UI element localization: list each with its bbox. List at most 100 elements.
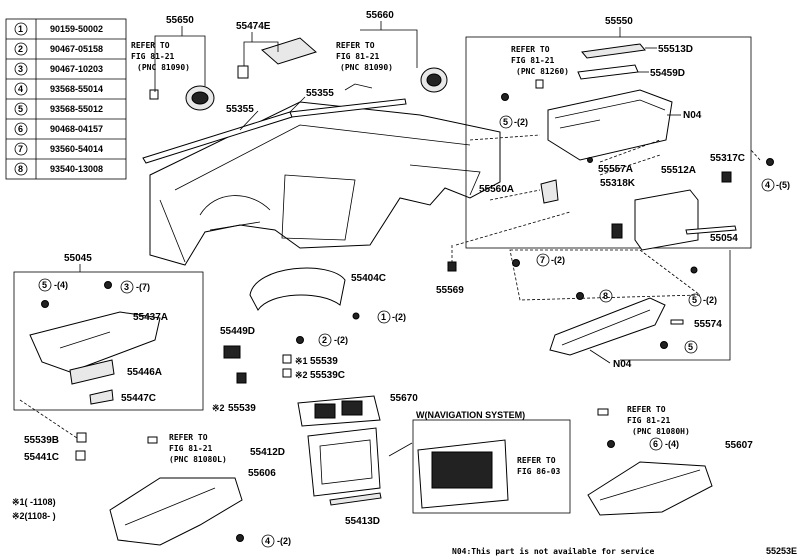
- svg-text:FIG 81-21: FIG 81-21: [131, 52, 175, 61]
- table-row-number: 8: [18, 164, 23, 174]
- label-55550: 55550: [605, 16, 633, 27]
- svg-text:REFER TO: REFER TO: [511, 45, 550, 54]
- table-row-callout: [14, 162, 28, 176]
- table-row-number: 1: [18, 24, 23, 34]
- reference-note-81080L: REFER TO FIG 81-21 (PNC 81080L): [169, 433, 227, 464]
- svg-text:5: 5: [42, 280, 47, 290]
- label-55512A: 55512A: [661, 165, 696, 176]
- label-55539-b: 55539: [228, 403, 256, 414]
- callout-5-low: 5: [684, 340, 698, 354]
- svg-text:-(7): -(7): [136, 282, 150, 292]
- label-55539C: 55539C: [310, 370, 345, 381]
- svg-text:REFER TO: REFER TO: [517, 456, 556, 465]
- svg-text:-(2): -(2): [277, 536, 291, 546]
- svg-text:-(2): -(2): [703, 295, 717, 305]
- svg-text:-(2): -(2): [551, 255, 565, 265]
- callout-4-bottom: 4 -(2): [261, 534, 291, 548]
- lower-panel-group-frame: [13, 271, 204, 411]
- reference-note-86-03: REFER TO FIG 86-03: [517, 456, 561, 476]
- legend-mark-1: ※1( -1108): [12, 497, 56, 507]
- table-row-callout: [14, 82, 28, 96]
- label-55607: 55607: [725, 440, 753, 451]
- instrument-panel-illustration: [142, 37, 501, 266]
- table-row-number: 3: [18, 64, 23, 74]
- label-55539B: 55539B: [24, 435, 59, 446]
- label-55650: 55650: [166, 15, 194, 26]
- svg-text:FIG 81-21: FIG 81-21: [336, 52, 380, 61]
- legend-mark-2: ※2(1108- ): [12, 511, 56, 521]
- callout-5-mid: 5 -(2): [688, 293, 717, 307]
- label-55404C: 55404C: [351, 273, 386, 284]
- mark-2-b: ※2: [212, 403, 225, 413]
- footer-note: N04:This part is not available for servi…: [452, 546, 654, 556]
- svg-text:REFER TO: REFER TO: [169, 433, 208, 442]
- mark-1-a: ※1: [295, 356, 308, 366]
- label-55446A: 55446A: [127, 367, 162, 378]
- table-row-number: 5: [18, 104, 23, 114]
- label-55355-right: 55355: [306, 88, 334, 99]
- table-row-part-code: 90467-05158: [50, 44, 103, 54]
- svg-text:-(2): -(2): [514, 117, 528, 127]
- svg-text:5: 5: [692, 295, 697, 305]
- svg-text:-(4): -(4): [54, 280, 68, 290]
- label-55459D: 55459D: [650, 68, 685, 79]
- callout-5-left: 5 -(4): [38, 278, 68, 292]
- table-row-callout: [14, 142, 28, 156]
- label-55045: 55045: [64, 253, 92, 264]
- figure-id: 55253E: [766, 546, 797, 556]
- callout-6: 6 -(4): [649, 437, 679, 451]
- label-N04-top: N04: [683, 110, 702, 121]
- svg-text:FIG 81-21: FIG 81-21: [627, 416, 671, 425]
- svg-text:-(2): -(2): [392, 312, 406, 322]
- label-55560A: 55560A: [479, 184, 514, 195]
- svg-text:(PNC 81080L): (PNC 81080L): [169, 455, 227, 464]
- table-row-callout: [14, 62, 28, 76]
- svg-text:4: 4: [765, 180, 770, 190]
- label-N04-bottom: N04: [613, 359, 632, 370]
- svg-text:4: 4: [265, 536, 270, 546]
- mark-2-a: ※2: [295, 370, 308, 380]
- svg-text:1: 1: [381, 312, 386, 322]
- table-row-number: 6: [18, 124, 23, 134]
- callout-2-center: 2 -(2): [318, 333, 348, 347]
- label-55606: 55606: [248, 468, 276, 479]
- label-55447C: 55447C: [121, 393, 156, 404]
- navigation-system-frame: [412, 419, 571, 514]
- table-row-number: 4: [18, 84, 23, 94]
- table-row-callout: [14, 22, 28, 36]
- svg-text:7: 7: [540, 255, 545, 265]
- glove-box-group-frame: [465, 36, 752, 249]
- table-row-part-code: 93568-55014: [50, 84, 103, 94]
- label-55539-a: 55539: [310, 356, 338, 367]
- svg-text:(PNC 81090): (PNC 81090): [340, 63, 393, 72]
- navigation-system-title: W(NAVIGATION SYSTEM): [416, 410, 525, 420]
- svg-text:REFER TO: REFER TO: [131, 41, 170, 50]
- svg-text:5: 5: [503, 117, 508, 127]
- svg-text:(PNC 81260): (PNC 81260): [516, 67, 569, 76]
- svg-text:-(4): -(4): [665, 439, 679, 449]
- table-row-number: 2: [18, 44, 23, 54]
- label-55054: 55054: [710, 233, 738, 244]
- svg-text:-(5): -(5): [776, 180, 790, 190]
- lower-right-cover: [587, 461, 713, 516]
- svg-text:FIG 81-21: FIG 81-21: [511, 56, 555, 65]
- center-vent: [297, 395, 381, 427]
- svg-text:3: 3: [124, 282, 129, 292]
- callout-4-right: 4 -(5): [761, 178, 790, 192]
- svg-text:6: 6: [653, 439, 658, 449]
- label-55670: 55670: [390, 393, 418, 404]
- callout-5-top: 5 -(2): [499, 115, 528, 129]
- svg-text:FIG 81-21: FIG 81-21: [169, 444, 213, 453]
- label-55660: 55660: [366, 10, 394, 21]
- svg-text:-(2): -(2): [334, 335, 348, 345]
- label-55569: 55569: [436, 285, 464, 296]
- label-55474E: 55474E: [236, 21, 271, 32]
- svg-text:2: 2: [322, 335, 327, 345]
- label-55318K: 55318K: [600, 178, 636, 189]
- label-55437A: 55437A: [133, 312, 168, 323]
- table-row-callout: [14, 102, 28, 116]
- table-row-part-code: 93540-13008: [50, 164, 103, 174]
- center-bezel: [307, 427, 381, 497]
